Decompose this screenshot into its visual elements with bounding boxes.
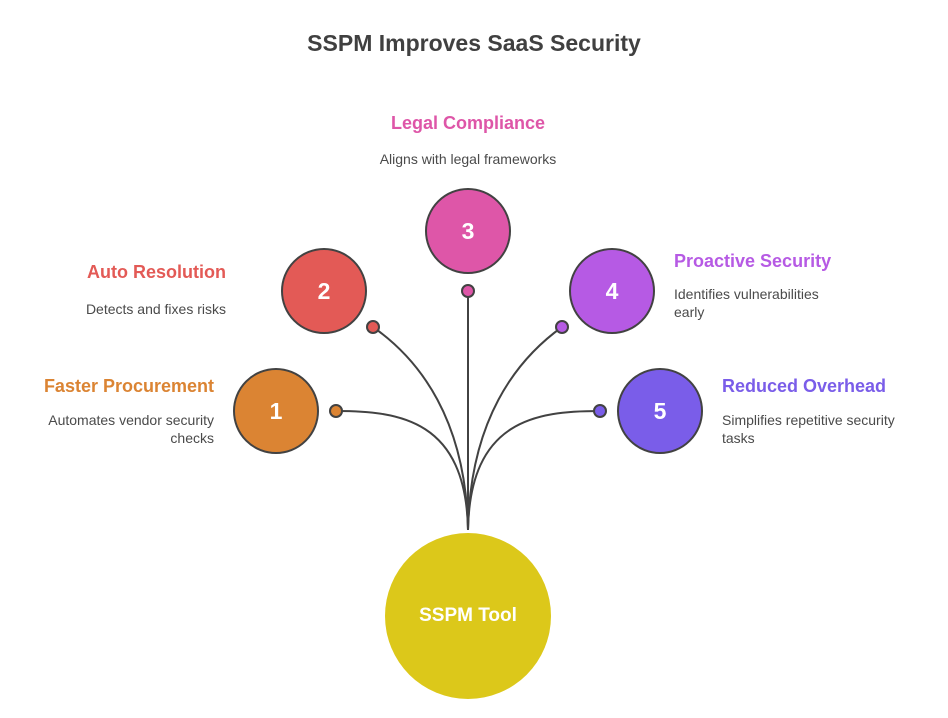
connector-1 xyxy=(335,410,469,531)
step-desc-2: Detects and fixes risks xyxy=(85,301,226,317)
connector-4 xyxy=(467,326,563,531)
step-title-5: Reduced Overhead xyxy=(722,376,887,396)
step-circle-4: 4 xyxy=(569,248,655,334)
connector-2 xyxy=(372,326,469,531)
step-number-1: 1 xyxy=(269,397,283,424)
hub-circle: SSPM Tool xyxy=(385,533,551,699)
step-desc-5: Simplifies repetitive security tasks xyxy=(722,412,895,446)
connector-dot-2 xyxy=(366,320,380,334)
step-circle-3: 3 xyxy=(425,188,511,274)
step-desc-4: Identifies vulnerabilities early xyxy=(674,286,819,320)
step-circle-5: 5 xyxy=(617,368,703,454)
connector-dot-1 xyxy=(329,404,343,418)
step-title-3: Legal Compliance xyxy=(390,113,546,133)
step-title-4: Proactive Security xyxy=(674,251,832,271)
step-number-3: 3 xyxy=(461,217,475,244)
hub-label: SSPM Tool xyxy=(419,605,517,626)
step-desc-3: Aligns with legal frameworks xyxy=(379,151,557,167)
step-circle-2: 2 xyxy=(281,248,367,334)
step-circle-1: 1 xyxy=(233,368,319,454)
connector-dot-3 xyxy=(461,284,475,298)
step-desc-1: Automates vendor security checks xyxy=(48,412,214,446)
connector-dot-4 xyxy=(555,320,569,334)
step-title-1: Faster Procurement xyxy=(43,376,214,396)
connector-dot-5 xyxy=(593,404,607,418)
step-number-4: 4 xyxy=(605,277,619,304)
step-number-5: 5 xyxy=(653,397,667,424)
diagram-title: SSPM Improves SaaS Security xyxy=(307,30,641,56)
step-number-2: 2 xyxy=(317,277,331,304)
connector-5 xyxy=(467,410,601,531)
step-title-2: Auto Resolution xyxy=(87,262,226,282)
